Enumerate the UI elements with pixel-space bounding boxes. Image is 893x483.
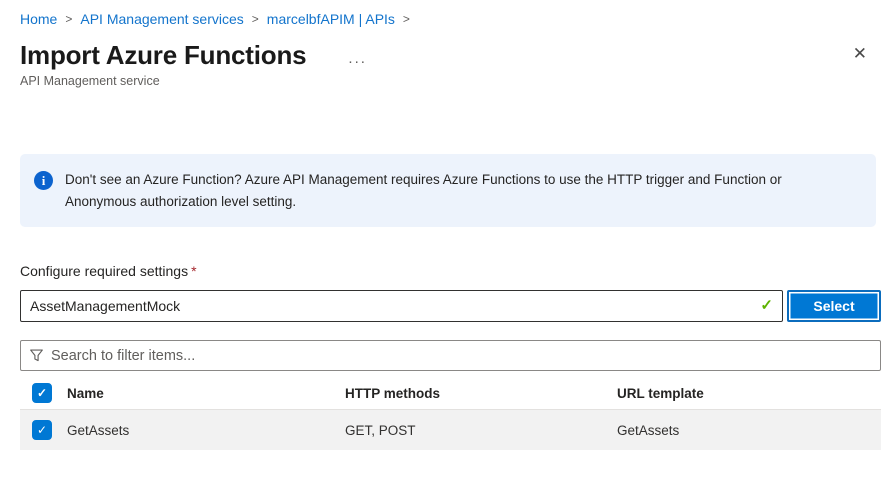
column-header-name: Name [67,385,104,401]
filter-funnel-icon [29,348,44,363]
configure-settings-label: Configure required settings* [20,263,881,279]
import-azure-functions-blade: Home > API Management services > marcelb… [20,8,881,451]
row-checkbox[interactable]: ✓ [32,420,52,441]
breadcrumb-separator: > [402,12,410,26]
breadcrumb-api-management-services[interactable]: API Management services [80,11,244,27]
function-app-field-wrap: ✓ [20,290,783,323]
page-title: Import Azure Functions [20,40,307,70]
close-icon[interactable]: ✕ [852,44,867,63]
function-app-input[interactable] [20,290,783,323]
column-header-url-template: URL template [617,385,704,401]
breadcrumb-marcelbfapim-apis[interactable]: marcelbfAPIM | APIs [266,11,395,27]
checkbox-check-icon: ✓ [36,386,48,401]
configure-settings-label-text: Configure required settings [20,263,189,280]
configure-settings-row: ✓ Select [20,290,881,323]
filter-search-input[interactable] [51,347,872,364]
filter-search-box[interactable] [20,340,881,372]
blade-header: Import Azure Functions ... ✕ [20,40,881,71]
select-button[interactable]: Select [787,290,881,323]
breadcrumb-separator: > [251,12,259,26]
breadcrumb: Home > API Management services > marcelb… [20,8,881,30]
more-options-icon[interactable]: ... [348,50,367,67]
table-header-row: ✓ Name HTTP methods URL template [20,377,881,411]
row-cell-url-template: GetAssets [617,422,680,438]
breadcrumb-separator: > [65,12,73,26]
breadcrumb-home[interactable]: Home [20,11,58,27]
select-all-checkbox[interactable]: ✓ [32,383,52,404]
checkbox-check-icon: ✓ [36,423,48,438]
row-cell-http-methods: GET, POST [345,422,416,438]
functions-table: ✓ Name HTTP methods URL template ✓ GetAs… [20,377,881,451]
info-banner-text: Don't see an Azure Function? Azure API M… [65,172,782,209]
row-cell-name: GetAssets [67,422,130,438]
info-icon: i [34,171,53,190]
table-row[interactable]: ✓ GetAssets GET, POST GetAssets [20,410,881,451]
info-banner: i Don't see an Azure Function? Azure API… [20,154,876,228]
column-header-http-methods: HTTP methods [345,385,441,401]
required-asterisk: * [191,263,197,280]
blade-subtitle: API Management service [20,74,160,88]
